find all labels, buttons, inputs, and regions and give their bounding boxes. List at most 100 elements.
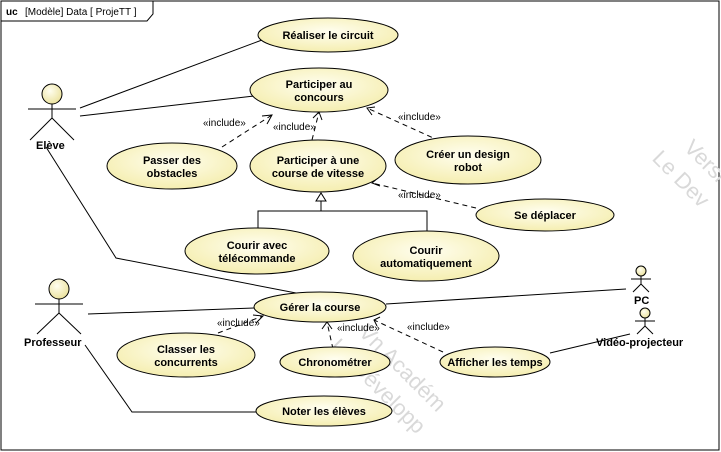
use-case-afficher-temps[interactable]: Afficher les temps [439, 346, 551, 378]
watermark-right: Versi Le Dev [648, 135, 721, 213]
use-case-label: course de vitesse [272, 168, 364, 180]
assoc-gerer-pc [385, 288, 627, 305]
use-case-shape [475, 198, 615, 232]
use-case-label: Participer à une [277, 155, 360, 167]
use-case-label: robot [454, 162, 482, 174]
assoc-prof-gerer [87, 307, 255, 315]
use-case-label: Créer un design [426, 149, 510, 161]
actor-head [635, 265, 647, 277]
include-afficher-gerer [373, 319, 444, 353]
actor-leg [51, 117, 75, 141]
use-case-label: télécommande [218, 253, 295, 265]
actor-leg [29, 117, 53, 141]
use-case-participer-course[interactable]: Participer à une course de vitesse [249, 139, 387, 193]
assoc-eleve-gerer [45, 146, 297, 294]
assoc-afficher-video [549, 333, 631, 354]
arrowhead [373, 316, 381, 327]
include-label: «include» [203, 118, 246, 129]
arrowhead [252, 314, 265, 324]
use-case-shape [106, 142, 238, 190]
use-case-shape [439, 346, 551, 378]
use-case-classer-concurrents[interactable]: Classer les concurrents [116, 332, 256, 378]
include-label: «include» [217, 318, 260, 329]
actor-name-eleve: Elève [36, 140, 65, 152]
use-case-label: concours [294, 92, 344, 104]
actor-name-video-projecteur: Vidéo-projecteur [596, 337, 684, 349]
actor-eleve[interactable] [28, 83, 76, 141]
generalization-branches [257, 210, 428, 232]
include-label: «include» [407, 322, 450, 333]
use-case-passer-obstacles[interactable]: Passer des obstacles [106, 142, 238, 190]
include-passer-concours [221, 114, 273, 148]
generalization-arrowhead [315, 192, 327, 202]
use-case-label: Courir avec [227, 240, 288, 252]
associations [45, 39, 631, 413]
include-creer-concours [366, 107, 441, 142]
actor-leg [636, 325, 646, 335]
arrowhead [366, 106, 376, 116]
use-case-realiser[interactable]: Réaliser le circuit [257, 17, 399, 53]
actor-head [639, 307, 651, 319]
use-case-label: Passer des [143, 155, 201, 167]
include-label: «include» [398, 190, 441, 201]
use-case-courir-automatiquement[interactable]: Courir automatiquement [352, 230, 500, 282]
actor-leg [36, 312, 60, 335]
use-case-creer-design[interactable]: Créer un design robot [394, 135, 542, 185]
use-case-label: obstacles [147, 168, 198, 180]
use-case-shape [249, 139, 387, 193]
use-case-label: concurrents [154, 357, 218, 369]
include-course-concours [311, 111, 320, 141]
actor-name-pc: PC [634, 295, 649, 307]
use-case-shape [184, 227, 330, 275]
include-classer-gerer [217, 315, 264, 334]
use-case-label: Se déplacer [514, 210, 576, 222]
assoc-prof-noter [84, 344, 256, 413]
use-case-label: Afficher les temps [447, 357, 542, 369]
frame-kind: uc [6, 7, 18, 18]
include-label: «include» [337, 323, 380, 334]
use-case-participer-concours[interactable]: Participer au concours [249, 67, 389, 113]
use-case-shape [255, 395, 393, 427]
use-case-label: Réaliser le circuit [282, 30, 373, 42]
assoc-eleve-realiser [79, 39, 263, 109]
use-case-label: Gérer la course [280, 302, 361, 314]
use-case-chronometrer[interactable]: Chronométrer [279, 346, 391, 378]
include-dependencies [217, 107, 477, 353]
use-case-shape [116, 332, 256, 378]
use-case-label: Participer au [286, 79, 353, 91]
use-case-label: Chronométrer [298, 357, 372, 369]
actor-head [48, 278, 70, 300]
use-case-shape [352, 230, 500, 282]
arrowhead [261, 114, 273, 125]
actor-leg [632, 283, 642, 293]
use-case-label: Noter les élèves [282, 406, 366, 418]
use-case-label: automatiquement [380, 258, 472, 270]
frame-tab [1, 1, 154, 22]
use-case-shape [253, 291, 387, 323]
actor-leg [58, 312, 82, 335]
generalization [257, 192, 428, 232]
include-label: «include» [398, 112, 441, 123]
actor-pc[interactable] [631, 265, 651, 293]
use-case-shape [279, 346, 391, 378]
actor-leg [644, 325, 654, 335]
frame-title: [Modèle] Data [ ProjeTT ] [25, 7, 137, 18]
actor-name-professeur: Professeur [24, 337, 82, 349]
use-case-noter-eleves[interactable]: Noter les élèves [255, 395, 393, 427]
use-case-label: Classer les [157, 344, 215, 356]
use-case-se-deplacer[interactable]: Se déplacer [475, 198, 615, 232]
use-case-shape [257, 17, 399, 53]
use-case-gerer-course[interactable]: Gérer la course [253, 291, 387, 323]
use-case-shape [249, 67, 389, 113]
actor-head [41, 83, 63, 105]
include-chrono-gerer [326, 321, 334, 350]
use-case-courir-telecommande[interactable]: Courir avec télécommande [184, 227, 330, 275]
arrowhead [321, 321, 333, 330]
assoc-eleve-concours [79, 95, 255, 117]
actor-professeur[interactable] [35, 278, 83, 335]
actor-video-projecteur[interactable] [635, 307, 655, 335]
use-case-shape [394, 135, 542, 185]
